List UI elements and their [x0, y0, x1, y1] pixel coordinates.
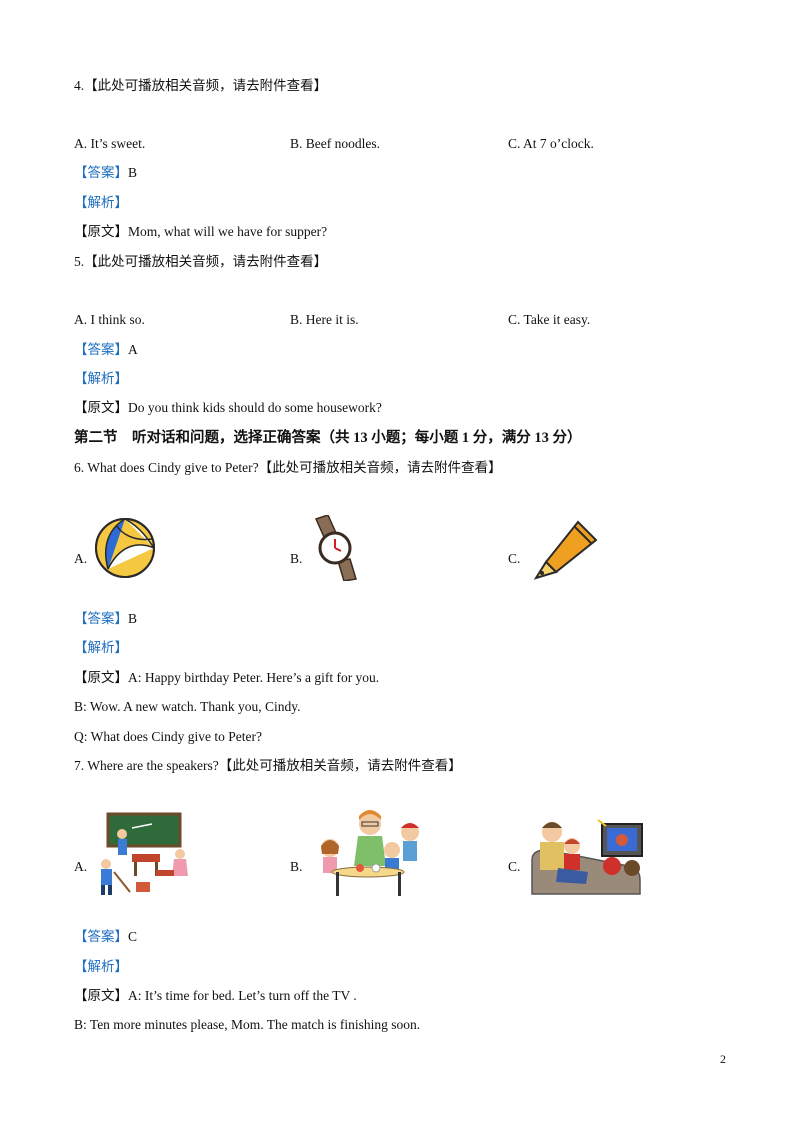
question-7-prompt: 7. Where are the speakers?【此处可播放相关音频，请去附… [74, 758, 462, 773]
original-tag: 【原文】 [74, 224, 128, 239]
kids-at-table-picture [321, 810, 419, 896]
q7-answer-line: 【答案】C [74, 928, 137, 946]
section-2-heading: 第二节 听对话和问题，选择正确答案（共 13 小题；每小题 1 分，满分 13 … [74, 430, 582, 446]
original-tag: 【原文】 [74, 400, 128, 415]
fountain-pen-icon [533, 520, 598, 580]
question-4-prompt: 4.【此处可播放相关音频，请去附件查看】 [74, 78, 328, 93]
q6-original-text-1: A: Happy birthday Peter. Here’s a gift f… [128, 670, 380, 685]
classroom-picture [101, 812, 188, 895]
q6-option-c-label: C. [508, 551, 521, 566]
q7-option-a-label: A. [74, 859, 88, 874]
q5-original-line: 【原文】Do you think kids should do some hou… [74, 399, 382, 417]
q6-analysis-line: 【解析】 [74, 639, 128, 657]
q5-original-text: Do you think kids should do some housewo… [128, 400, 382, 415]
q6-answer: B [128, 611, 138, 626]
q6-answer-line: 【答案】B [74, 610, 137, 628]
question-6-prompt: 6. What does Cindy give to Peter?【此处可播放相… [74, 460, 502, 475]
family-watching-tv-picture [531, 819, 643, 895]
q7-answer: C [128, 929, 138, 944]
q4-original-line: 【原文】Mom, what will we have for supper? [74, 223, 327, 241]
q4-answer: B [128, 165, 138, 180]
q4-option-b: B. Beef noodles. [290, 136, 380, 151]
q4-option-c: C. At 7 o’clock. [508, 136, 594, 151]
q4-original-text: Mom, what will we have for supper? [128, 224, 328, 239]
q4-option-a: A. It’s sweet. [74, 136, 146, 151]
volleyball-icon [95, 518, 155, 578]
q7-option-c-label: C. [508, 859, 521, 874]
q5-option-c: C. Take it easy. [508, 312, 591, 327]
question-5-prompt: 5.【此处可播放相关音频，请去附件查看】 [74, 254, 328, 269]
q5-option-a: A. I think so. [74, 312, 145, 327]
q6-option-a-label: A. [74, 551, 88, 566]
q4-answer-line: 【答案】B [74, 164, 137, 182]
analysis-tag: 【解析】 [74, 640, 128, 655]
original-tag: 【原文】 [74, 988, 128, 1003]
q5-analysis-line: 【解析】 [74, 370, 128, 388]
answer-tag: 【答案】 [74, 929, 128, 944]
q7-original-line-1: 【原文】A: It’s time for bed. Let’s turn off… [74, 987, 357, 1005]
analysis-tag: 【解析】 [74, 195, 128, 210]
q6-original-line-1: 【原文】A: Happy birthday Peter. Here’s a gi… [74, 669, 379, 687]
q7-original-line-2: B: Ten more minutes please, Mom. The mat… [74, 1017, 421, 1032]
answer-tag: 【答案】 [74, 165, 128, 180]
q5-answer: A [128, 342, 138, 357]
q5-option-b: B. Here it is. [290, 312, 359, 327]
original-tag: 【原文】 [74, 670, 128, 685]
answer-tag: 【答案】 [74, 342, 128, 357]
q6-option-b-label: B. [290, 551, 303, 566]
answer-tag: 【答案】 [74, 611, 128, 626]
watch-icon [314, 515, 357, 581]
analysis-tag: 【解析】 [74, 371, 128, 386]
q7-original-text-1: A: It’s time for bed. Let’s turn off the… [128, 988, 357, 1003]
q5-answer-line: 【答案】A [74, 341, 138, 359]
analysis-tag: 【解析】 [74, 959, 128, 974]
q7-option-b-label: B. [290, 859, 303, 874]
q6-original-line-2: B: Wow. A new watch. Thank you, Cindy. [74, 699, 301, 714]
q6-original-line-3: Q: What does Cindy give to Peter? [74, 729, 262, 744]
page-number: 2 [720, 1052, 726, 1066]
q7-analysis-line: 【解析】 [74, 958, 128, 976]
q4-analysis-line: 【解析】 [74, 194, 128, 212]
